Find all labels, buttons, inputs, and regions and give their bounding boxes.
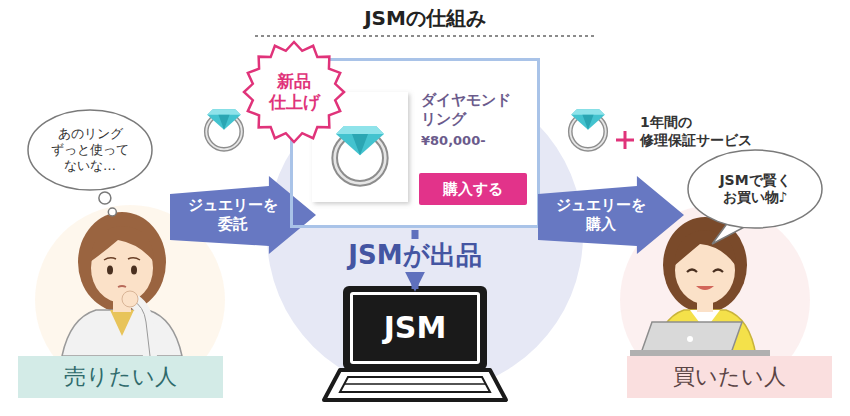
note-label: 1年間の 修理保証サービス [640,114,764,149]
seller-woman-part [118,286,126,287]
laptop-screen: JSM [350,292,480,364]
node-text: ダイヤモンド リング [421,91,525,129]
node-text: 買いたい人 [673,363,786,391]
node-text: JSMで賢く お買い物♪ [713,172,797,207]
consign-arrow: ジュエリーを 委託 [170,176,316,254]
new-finish-badge: 新品 仕上げ [244,42,344,142]
seller-woman-part [78,212,166,312]
seller-band: 売りたい人 [18,356,223,398]
seller-woman-part [132,300,150,356]
seller-woman-part [132,300,150,356]
seller-woman [62,212,182,356]
buyer-woman-part [687,336,693,342]
laptop-base [324,286,506,400]
node-text: ジュエリーを 購入 [551,196,651,234]
rings-part [206,109,241,149]
background-part [255,35,595,37]
laptop-base-part [340,377,490,392]
seller-woman-part [131,266,137,275]
laptop-base-part [324,370,506,400]
buy-button: 購入する [419,173,527,205]
laptop-base-part [344,383,486,385]
background [35,36,810,395]
rings-part [570,109,605,149]
seller-woman-part [107,266,113,275]
buyer-woman-part [687,270,723,273]
seller-woman-part [62,310,182,356]
buyer-woman-part [696,286,714,290]
seller-woman-part [90,226,154,262]
purchase-arrow: ジュエリーを 購入 [538,176,684,254]
edge-label: JSMが出品 [342,239,487,272]
laptop-base-part [343,286,487,370]
seller-woman-part [104,258,140,260]
seller-woman-part [122,291,138,307]
node-text: 売りたい人 [64,363,177,391]
diagram-title: JSMの仕組み [0,6,850,31]
rings-part [616,131,634,149]
listing-panel-ground-part [335,126,386,183]
node-text: あのリング ずっと使って ないな… [47,126,133,175]
thought-bubble: あのリング ずっと使って ないな… [28,110,152,190]
node-text: ¥80,000- [421,133,486,149]
node-text: 購入する [443,180,503,199]
buyer-band: 買いたい人 [627,356,832,398]
speech-bubble: JSMで賢く お買い物♪ [688,150,822,228]
node-text: JSM [384,309,447,347]
seller-woman-part [110,310,134,336]
node-text: 新品 仕上げ [264,71,324,114]
node-text: ジュエリーを 委託 [183,196,283,234]
